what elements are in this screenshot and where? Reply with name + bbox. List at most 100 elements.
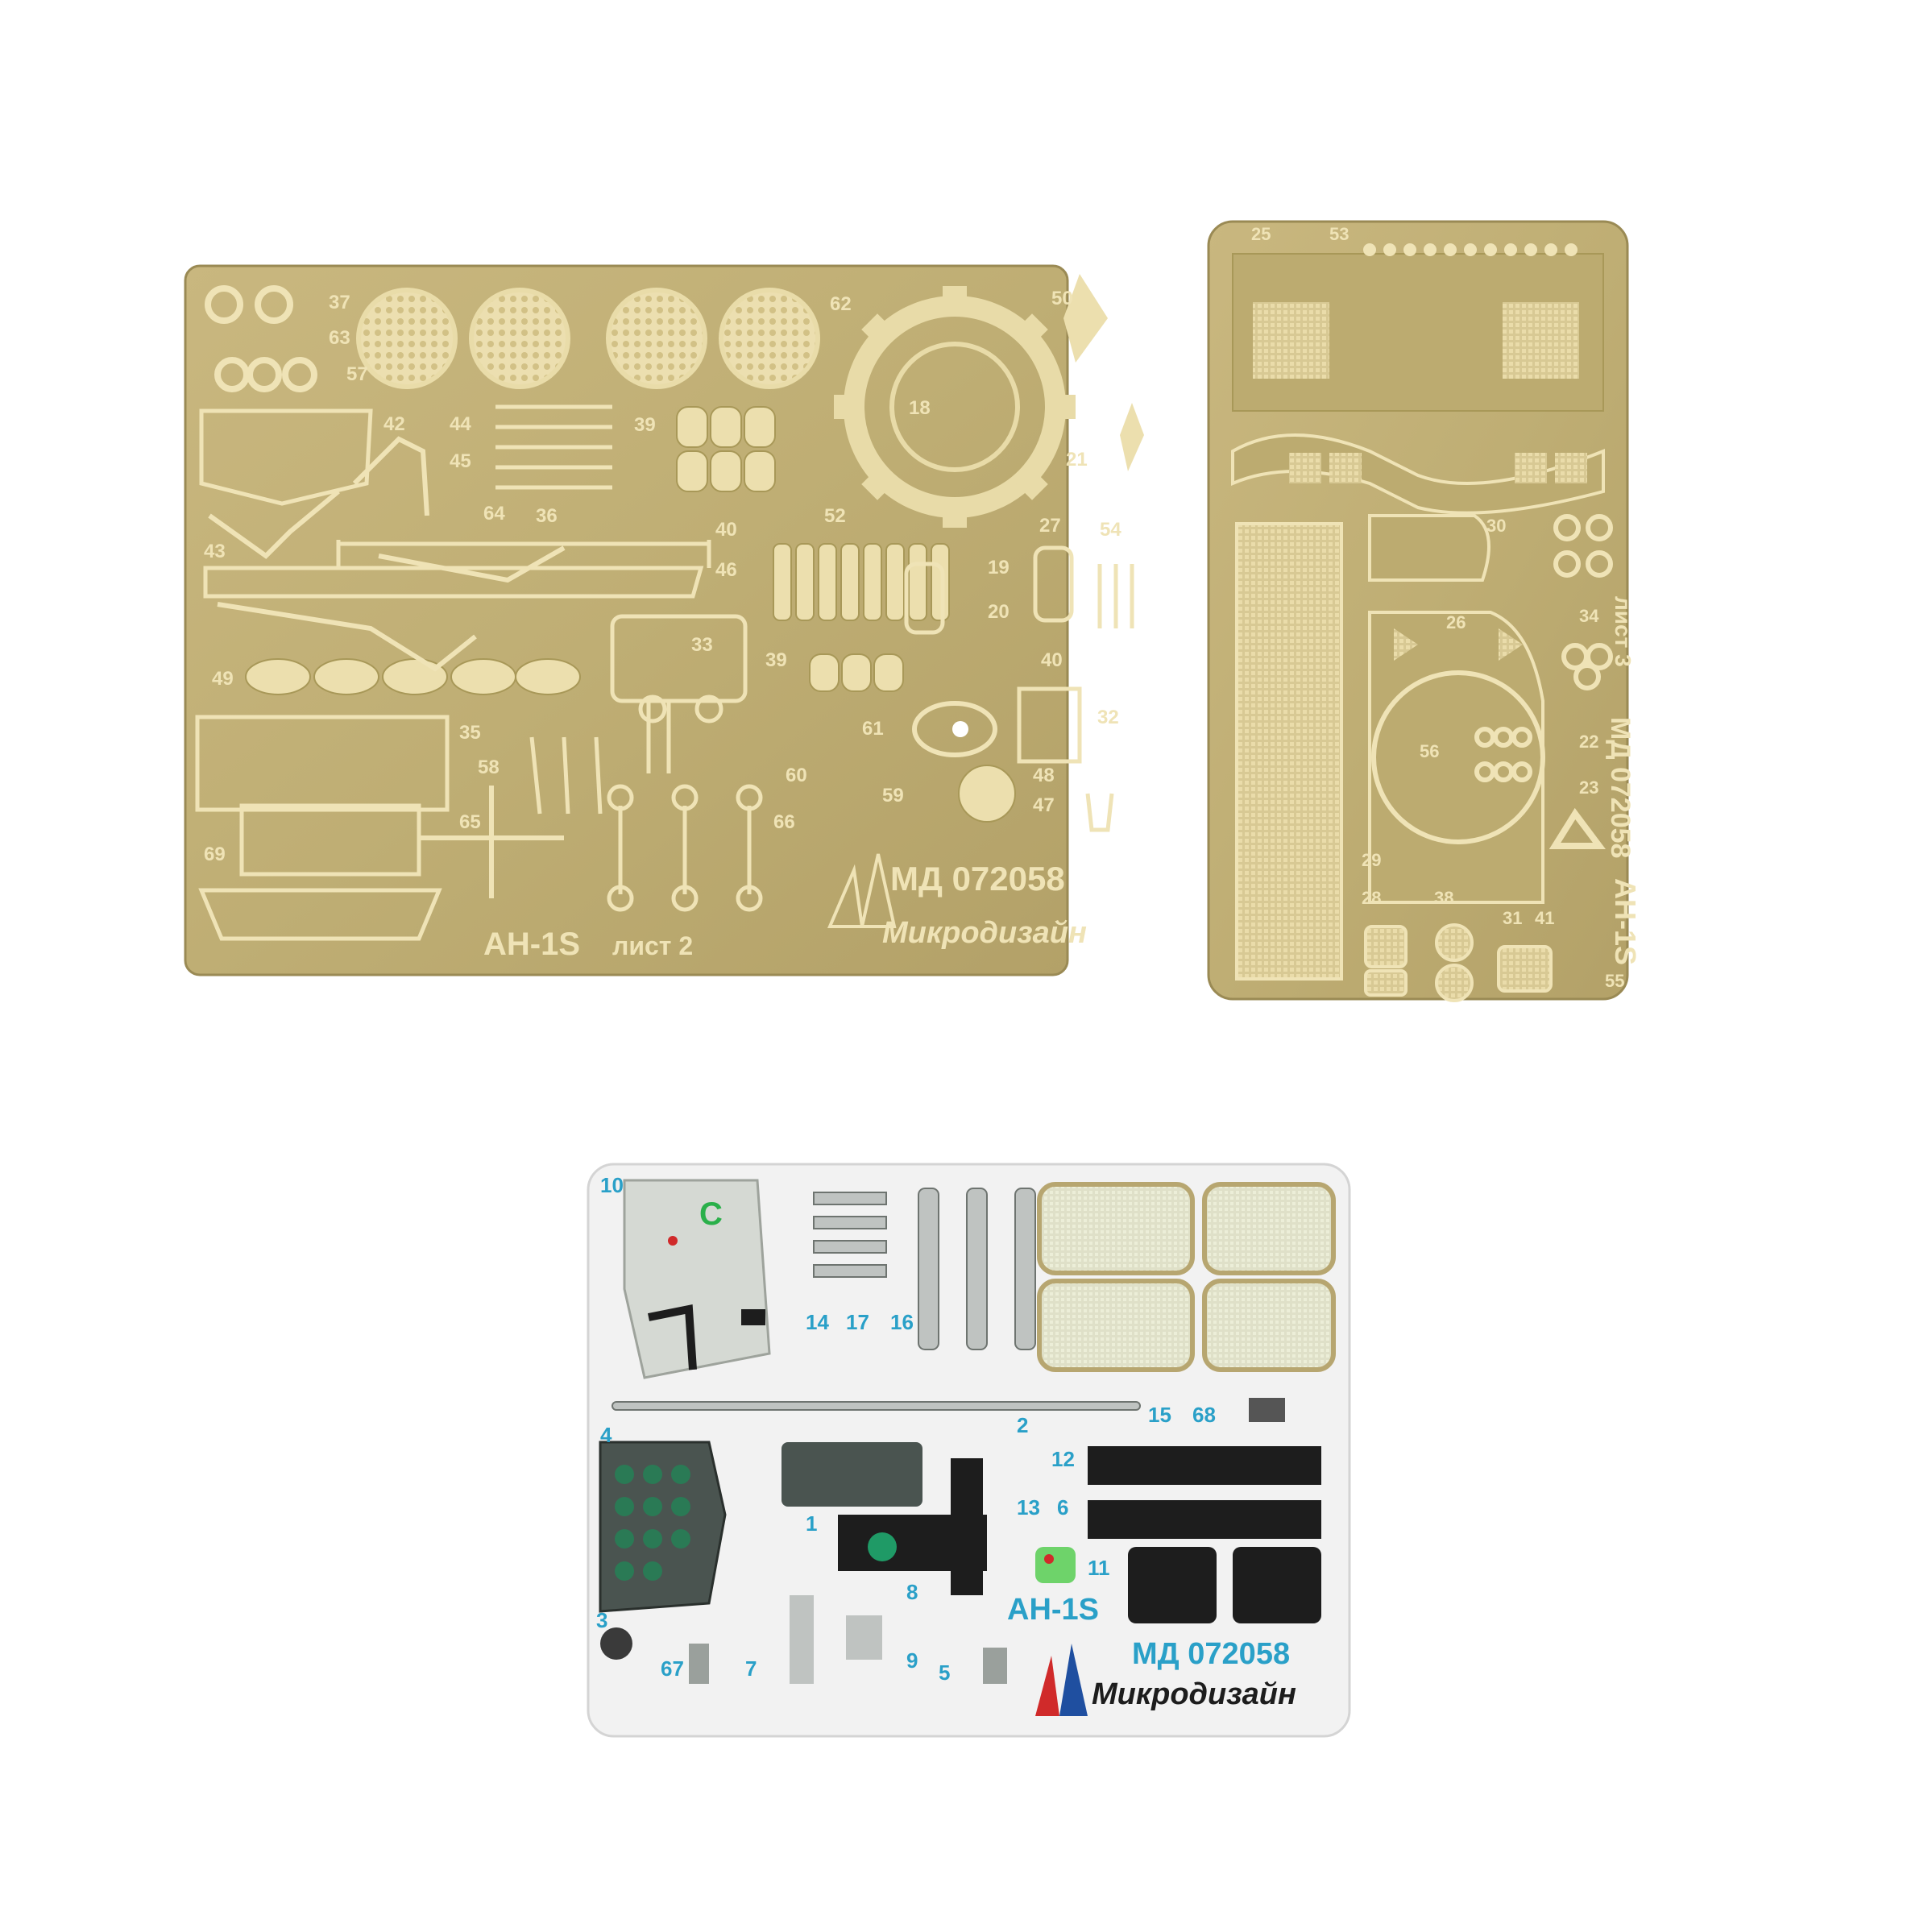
mesh-discs: [356, 288, 820, 389]
pin-parts: [529, 694, 763, 912]
svg-text:65: 65: [459, 811, 481, 833]
oval-slots-bottom: [809, 653, 904, 692]
colorsheet-model: AH-1S: [1007, 1593, 1099, 1627]
svg-text:10: 10: [600, 1173, 624, 1197]
svg-text:43: 43: [204, 541, 226, 562]
svg-text:34: 34: [1579, 606, 1599, 626]
svg-text:39: 39: [765, 649, 787, 671]
svg-text:52: 52: [824, 505, 846, 527]
flat-plates: [195, 408, 1082, 941]
svg-text:7: 7: [745, 1656, 757, 1681]
svg-text:5: 5: [939, 1660, 950, 1685]
sheet3-code: МД 072058: [1605, 717, 1636, 858]
svg-text:60: 60: [786, 765, 807, 786]
svg-text:46: 46: [715, 559, 737, 581]
svg-text:37: 37: [329, 292, 350, 313]
svg-text:18: 18: [909, 397, 931, 419]
svg-text:28: 28: [1362, 888, 1381, 908]
svg-text:20: 20: [988, 601, 1010, 623]
placard-text: C: [699, 1196, 723, 1232]
brand-logo-colorsheet: [1035, 1644, 1088, 1716]
svg-text:38: 38: [1434, 888, 1453, 908]
svg-text:11: 11: [1088, 1556, 1110, 1580]
svg-text:61: 61: [862, 718, 884, 740]
sheet3-model: AH-1S: [1609, 878, 1642, 965]
svg-text:69: 69: [204, 844, 226, 865]
svg-text:8: 8: [906, 1580, 918, 1604]
sheet2-sheet-label: лист 2: [612, 931, 693, 960]
svg-text:30: 30: [1486, 516, 1506, 536]
svg-text:57: 57: [346, 363, 368, 385]
svg-text:33: 33: [691, 634, 713, 656]
instrument-panel: [599, 1441, 987, 1613]
sheet2-model: AH-1S: [483, 927, 580, 962]
svg-text:16: 16: [890, 1310, 914, 1334]
color-photoetch-sheet: C: [587, 1163, 1351, 1738]
svg-text:40: 40: [715, 519, 737, 541]
svg-text:3: 3: [596, 1608, 607, 1632]
strip-parts: [495, 404, 612, 490]
svg-text:4: 4: [600, 1423, 612, 1447]
svg-text:62: 62: [830, 293, 852, 315]
svg-text:55: 55: [1605, 971, 1624, 991]
svg-text:49: 49: [212, 668, 234, 690]
svg-text:12: 12: [1051, 1447, 1075, 1471]
brand-logo-sheet2: [827, 853, 897, 928]
svg-text:66: 66: [773, 811, 795, 833]
svg-text:39: 39: [634, 414, 656, 436]
small-rings: [205, 285, 317, 392]
svg-text:50: 50: [1051, 288, 1073, 309]
brackets: [208, 436, 566, 898]
svg-text:44: 44: [450, 413, 471, 435]
svg-text:21: 21: [1066, 449, 1088, 471]
colorsheet-brand: Микродизайн: [1092, 1677, 1296, 1711]
svg-text:31: 31: [1503, 908, 1522, 928]
svg-text:6: 6: [1057, 1495, 1068, 1519]
svg-text:23: 23: [1579, 777, 1598, 798]
seat-pads: [1037, 1182, 1336, 1372]
misc-parts: [904, 274, 1144, 832]
svg-text:32: 32: [1097, 707, 1119, 728]
svg-text:64: 64: [483, 503, 505, 524]
sheet3-rings: [1474, 514, 1613, 782]
svg-text:36: 36: [536, 505, 558, 527]
rivet-holes: [1363, 243, 1578, 256]
ribbed-parts: [773, 543, 950, 621]
svg-text:41: 41: [1535, 908, 1554, 928]
gray-parts: [612, 1188, 1141, 1411]
svg-text:58: 58: [478, 757, 500, 778]
svg-text:45: 45: [450, 450, 471, 472]
sheet2-code: МД 072058: [890, 860, 1065, 898]
svg-text:48: 48: [1033, 765, 1055, 786]
sheet2-brand: Микродизайн: [882, 916, 1087, 950]
svg-text:56: 56: [1420, 741, 1439, 761]
svg-text:35: 35: [459, 722, 481, 744]
svg-text:40: 40: [1041, 649, 1063, 671]
svg-text:27: 27: [1039, 515, 1061, 537]
svg-text:42: 42: [383, 413, 405, 435]
svg-text:2: 2: [1017, 1413, 1028, 1437]
svg-text:22: 22: [1579, 732, 1598, 752]
svg-text:26: 26: [1446, 612, 1466, 632]
svg-text:25: 25: [1251, 224, 1271, 244]
svg-text:1: 1: [806, 1511, 817, 1536]
svg-text:14: 14: [806, 1310, 829, 1334]
sheet3-sheet-label: лист 3: [1611, 596, 1636, 667]
oval-slots-top: [676, 406, 776, 492]
svg-text:9: 9: [906, 1648, 918, 1673]
bullet-parts: [245, 658, 581, 695]
svg-text:47: 47: [1033, 794, 1055, 816]
svg-text:19: 19: [988, 557, 1010, 578]
svg-text:63: 63: [329, 327, 350, 349]
svg-text:68: 68: [1192, 1403, 1216, 1427]
black-panels: [1088, 1398, 1321, 1623]
colorsheet-code: МД 072058: [1132, 1637, 1290, 1671]
svg-text:15: 15: [1148, 1403, 1171, 1427]
svg-text:59: 59: [882, 785, 904, 806]
